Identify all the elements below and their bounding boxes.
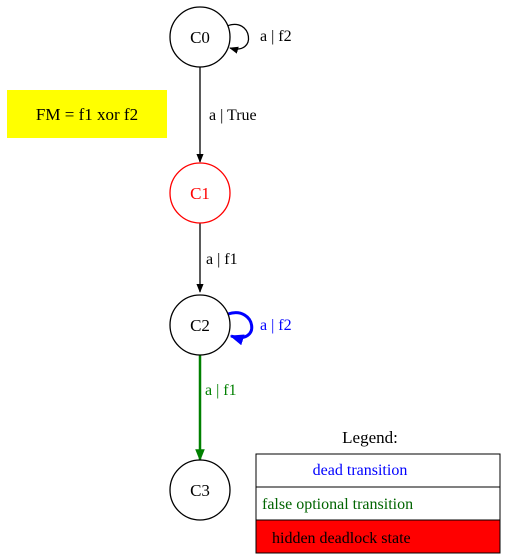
transition-label: a | f1 [206,251,238,268]
transition-label: a | f2 [260,28,292,45]
transition-c2-c3-false-optional: a | f1 [195,355,237,462]
transition-c2-self-dead: a | f2 [227,311,292,346]
legend: Legend: dead transition false optional t… [255,428,501,554]
legend-dead-transition-label: dead transition [313,462,408,479]
state-label: C3 [190,481,210,500]
legend-row-hidden-deadlock-state: hidden deadlock state [255,519,501,554]
state-c2: C2 [169,294,231,356]
state-label: C0 [190,28,210,47]
state-label: C1 [190,184,210,203]
transition-label: a | f2 [260,317,292,334]
state-label: C2 [190,316,210,335]
legend-false-optional-label: false optional transition [262,496,413,513]
transition-label: a | True [209,107,257,124]
state-c3: C3 [169,459,231,521]
transition-label: a | f1 [205,382,237,399]
transition-c1-c2: a | f1 [196,222,238,293]
legend-row-dead-transition: dead transition [255,453,501,488]
feature-model-box: FM = f1 xor f2 [7,90,167,138]
transition-c0-self: a | f2 [226,23,292,54]
legend-title: Legend: [342,428,398,447]
state-c1: C1 [169,162,231,224]
state-c0: C0 [169,6,231,68]
legend-hidden-deadlock-label: hidden deadlock state [272,530,411,547]
legend-row-false-optional-transition: false optional transition [255,486,501,521]
feature-model-label: FM = f1 xor f2 [36,105,138,124]
transition-c0-c1: a | True [196,66,257,163]
